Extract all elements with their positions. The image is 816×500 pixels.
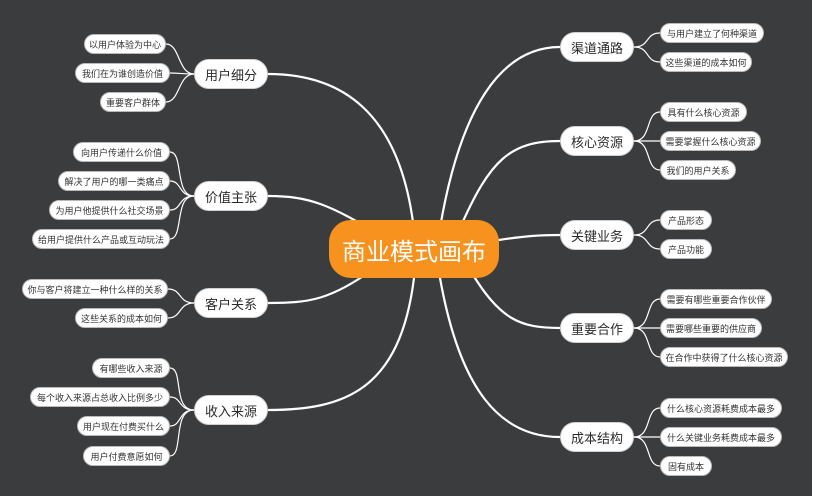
branch-zhongyaohezuo[interactable]: 重要合作 — [560, 313, 634, 343]
connector-guanjianyewu-leaf-1 — [633, 219, 661, 236]
leaf-topic[interactable]: 以用户体验为中心 — [84, 34, 166, 54]
leaf-topic[interactable]: 与用户建立了何种渠道 — [660, 23, 764, 43]
connector-guanjianyewu-leaf-2 — [633, 234, 661, 250]
leaf-topic[interactable]: 产品形态 — [660, 210, 712, 230]
leaf-topic[interactable]: 产品功能 — [660, 239, 712, 259]
connector-root-chengbenjiegou — [438, 276, 562, 439]
branch-qudaotonglu[interactable]: 渠道通路 — [560, 32, 634, 62]
connector-root-qudaotonglu — [438, 45, 562, 230]
connector-root-yonghuxifen — [266, 72, 416, 232]
connector-zhongyaohezuo-leaf-1 — [633, 298, 661, 329]
branch-jiazhizhuzhang[interactable]: 价值主张 — [194, 181, 268, 211]
connector-root-guanjianyewu — [497, 233, 562, 242]
branch-hexinziyuan[interactable]: 核心资源 — [560, 126, 634, 156]
connector-yonghuxifen-leaf-3 — [165, 73, 195, 103]
connector-jiazhizhuzhang-leaf-2 — [169, 180, 195, 197]
connector-jiazhizhuzhang-leaf-1 — [169, 151, 195, 197]
leaf-topic[interactable]: 重要客户群体 — [100, 92, 166, 112]
connector-zhongyaohezuo-leaf-3 — [633, 327, 661, 358]
leaf-topic[interactable]: 我们的用户关系 — [660, 160, 736, 180]
connector-root-hexinziyuan — [458, 139, 562, 230]
connector-qudaotonglu-leaf-1 — [633, 32, 661, 48]
leaf-topic[interactable]: 需要哪些重要的供应商 — [660, 318, 762, 338]
branch-chengbenjiegou[interactable]: 成本结构 — [560, 422, 634, 452]
connector-jiazhizhuzhang-leaf-4 — [169, 195, 195, 240]
connector-root-zhongyaohezuo — [468, 268, 562, 330]
branch-yonghuxifen[interactable]: 用户细分 — [194, 59, 268, 89]
leaf-topic[interactable]: 具有什么核心资源 — [660, 102, 747, 122]
leaf-topic[interactable]: 这些渠道的成本如何 — [660, 52, 752, 72]
leaf-topic[interactable]: 为用户他提供什么社交场景 — [49, 200, 170, 220]
leaf-topic[interactable]: 需要有哪些重要合作伙伴 — [660, 289, 772, 309]
connector-shourulaiyuan-leaf-1 — [169, 367, 195, 411]
leaf-topic[interactable]: 在合作中获得了什么核心资源 — [660, 347, 788, 367]
leaf-topic[interactable]: 有哪些收入来源 — [92, 358, 170, 378]
connector-yonghuxifen-leaf-1 — [165, 43, 195, 75]
leaf-topic[interactable]: 固有成本 — [660, 456, 712, 476]
connector-kehuguanxi-leaf-1 — [167, 288, 195, 304]
leaf-topic[interactable]: 向用户传递什么价值 — [73, 142, 170, 162]
leaf-topic[interactable]: 什么关键业务耗费成本最多 — [660, 427, 782, 447]
leaf-topic[interactable]: 你与客户将建立一种什么样的关系 — [22, 279, 168, 299]
leaf-topic[interactable]: 用户现在付费买什么 — [77, 416, 170, 436]
connector-hexinziyuan-leaf-1 — [633, 111, 661, 142]
connector-chengbenjiegou-leaf-1 — [633, 407, 661, 438]
branch-kehuguanxi[interactable]: 客户关系 — [194, 288, 268, 318]
leaf-topic[interactable]: 需要掌握什么核心资源 — [660, 131, 761, 151]
connector-qudaotonglu-leaf-2 — [633, 46, 661, 63]
connector-hexinziyuan-leaf-3 — [633, 140, 661, 171]
connector-shourulaiyuan-leaf-2 — [169, 396, 195, 411]
connector-shourulaiyuan-leaf-4 — [169, 409, 195, 457]
leaf-topic[interactable]: 用户付费意愿如何 — [83, 446, 170, 466]
leaf-topic[interactable]: 解决了用户的哪一类痛点 — [58, 171, 170, 191]
central-topic[interactable]: 商业模式画布 — [329, 220, 499, 278]
leaf-topic[interactable]: 每个收入来源占总收入比例多少 — [30, 387, 170, 407]
leaf-topic[interactable]: 什么核心资源耗费成本最多 — [660, 398, 782, 418]
connector-root-shourulaiyuan — [266, 276, 416, 412]
leaf-topic[interactable]: 给用户提供什么产品或互动玩法 — [32, 229, 170, 249]
leaf-topic[interactable]: 这些关系的成本如何 — [75, 308, 168, 328]
connector-kehuguanxi-leaf-2 — [167, 302, 195, 319]
connector-chengbenjiegou-leaf-3 — [633, 436, 661, 467]
branch-shouruliyuan[interactable]: 收入来源 — [194, 395, 268, 425]
branch-guanjianyewu[interactable]: 关键业务 — [560, 220, 634, 250]
leaf-topic[interactable]: 我们在为谁创造价值 — [75, 63, 170, 83]
